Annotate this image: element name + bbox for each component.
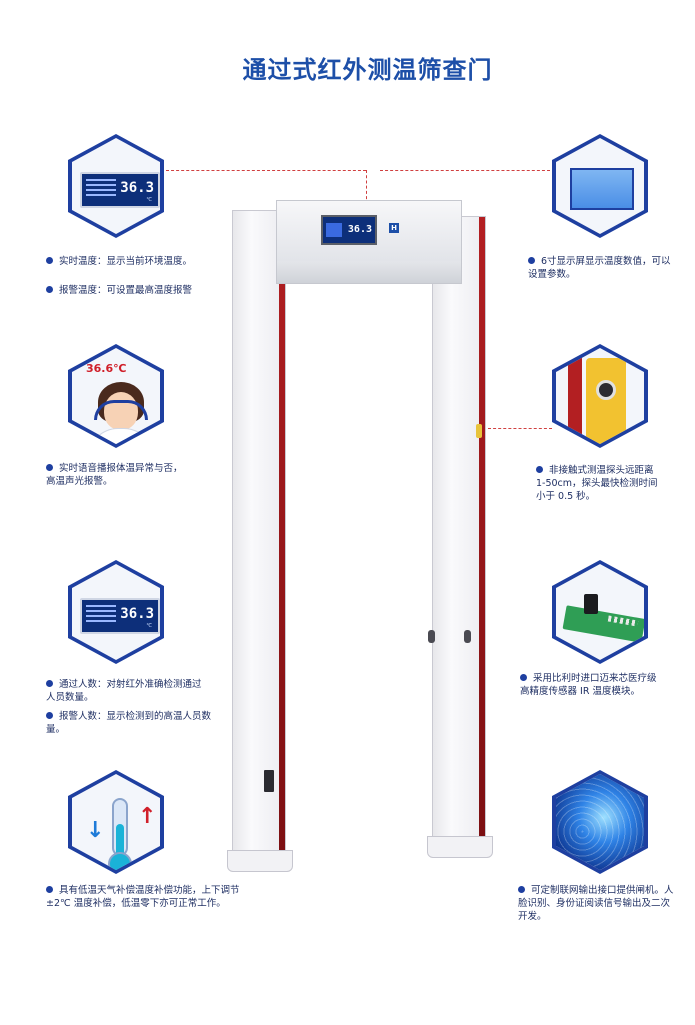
gate-sensor-right <box>464 630 471 643</box>
hex-screen-badge <box>552 134 648 238</box>
feature-6inch-screen: 6寸显示屏显示温度数值，可以设置参数。 <box>528 256 671 280</box>
arrow-down-icon: ↓ <box>86 818 105 843</box>
feature-alarm-count: 报警人数：显示检测到的高温人员数量。 <box>46 711 212 735</box>
screening-gate: 36.3 H <box>227 190 498 880</box>
mini-display: 36.3 ℃ <box>80 172 160 208</box>
gate-temperature-probe <box>476 424 482 438</box>
dot-icon <box>46 257 53 264</box>
gate-sensor-left <box>428 630 435 643</box>
gate-right-pillar <box>427 216 493 858</box>
headset-icon <box>94 400 148 420</box>
dot-icon <box>46 464 53 471</box>
dot-icon <box>528 257 535 264</box>
hex-network-badge <box>552 770 648 874</box>
hex-display-badge: 36.3 ℃ <box>68 134 164 238</box>
hex-counter-badge: 36.3 ℃ <box>68 560 164 664</box>
dot-icon <box>536 466 543 473</box>
gate-port <box>264 770 274 792</box>
feature-voice-broadcast: 实时语音播报体温异常与否，高温声光报警。 <box>46 463 183 487</box>
dot-icon <box>46 680 53 687</box>
dot-icon <box>520 674 527 681</box>
feature-network-output: 可定制联网输出接口提供闸机。人脸识别、身份证阅读信号输出及二次开发。 <box>518 885 674 922</box>
leader-line-display <box>166 170 366 171</box>
feature-alarm-temp: 报警温度：可设置最高温度报警 <box>46 284 236 297</box>
feature-low-temp-compensation: 具有低温天气补偿温度补偿功能，上下调节 ±2℃ 温度补偿，低温零下亦可正常工作。 <box>46 885 240 909</box>
sensor-chip-icon <box>584 594 598 614</box>
dot-icon <box>46 286 53 293</box>
dot-icon <box>518 886 525 893</box>
counter-display: 36.3 ℃ <box>80 598 160 634</box>
probe-lens-icon <box>596 380 616 400</box>
hex-voice-badge: 36.6℃ <box>68 344 164 448</box>
gate-display-value: 36.3 <box>347 224 372 235</box>
gate-brand: H <box>389 223 402 233</box>
mini-display-value: 36.3 <box>120 180 154 196</box>
alarm-temperature: 36.6℃ <box>86 362 127 375</box>
feature-pass-count: 通过人数：对射红外准确检测通过人员数量。 <box>46 679 202 703</box>
leader-line-display-vertical <box>366 170 367 220</box>
counter-display-value: 36.3 <box>120 606 154 622</box>
gate-left-pillar <box>227 210 293 872</box>
dot-icon <box>46 886 53 893</box>
feature-sensor-module: 采用比利时进口迈来芯医疗级高精度传感器 IR 温度模块。 <box>520 673 657 697</box>
brand-logo-icon: H <box>389 223 399 233</box>
feature-realtime-temp: 实时温度：显示当前环境温度。 <box>46 255 236 268</box>
hex-sensor-badge <box>552 560 648 664</box>
hex-thermometer-badge: ↑ ↓ <box>68 770 164 874</box>
gate-display: 36.3 <box>321 215 377 245</box>
gate-top-beam: 36.3 H <box>276 200 462 284</box>
feature-noncontact-probe: 非接触式测温探头远距离 1-50cm，探头最快检测时间小于 0.5 秒。 <box>536 465 658 502</box>
page-title: 通过式红外测温筛查门 <box>242 56 493 84</box>
probe-icon <box>586 358 626 444</box>
leader-line-probe <box>488 428 552 429</box>
arrow-up-icon: ↑ <box>138 804 157 829</box>
hex-probe-badge <box>552 344 648 448</box>
dot-icon <box>46 712 53 719</box>
network-face-icon <box>556 774 644 870</box>
leader-line-screen <box>380 170 550 171</box>
